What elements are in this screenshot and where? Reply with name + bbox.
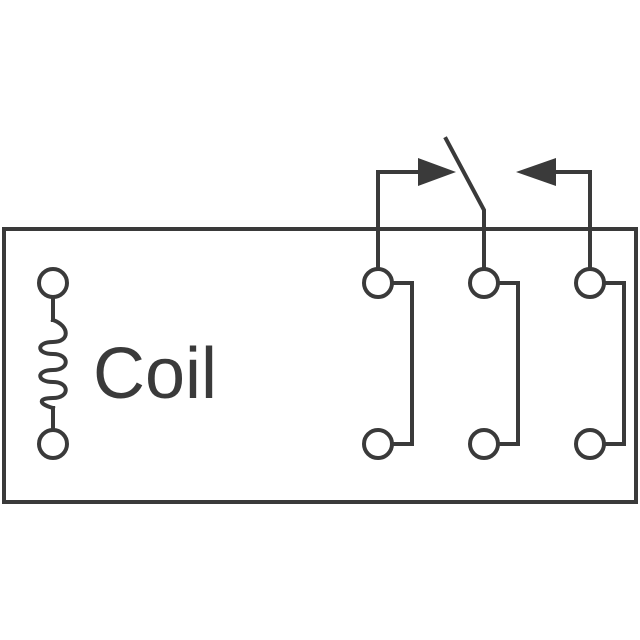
contact-wire-right [548, 170, 592, 238]
contact-pin-4 [468, 428, 500, 460]
contact-pin-6 [574, 428, 606, 460]
contact-wire-left [376, 170, 426, 238]
contact-pin-3 [468, 267, 500, 299]
coil-winding-icon [38, 317, 68, 411]
pin-bridge-wire [496, 281, 520, 446]
coil-label: Coil [93, 334, 217, 414]
contact-pair-3 [574, 234, 626, 460]
contact-pair-2 [468, 234, 520, 460]
contact-pin-5 [574, 267, 606, 299]
arrow-right-icon [418, 158, 456, 186]
contact-pair-1 [362, 234, 414, 460]
contact-pin-1 [362, 267, 394, 299]
pin-bridge-wire [390, 281, 414, 446]
switch-contacts [376, 136, 592, 238]
arrow-left-icon [516, 158, 556, 186]
relay-package-outline [2, 227, 638, 504]
coil-pin-bottom [37, 428, 69, 460]
relay-switch-icon [443, 136, 486, 238]
pin-bridge-wire [602, 281, 626, 446]
coil-pin-top [37, 267, 69, 299]
coil-section: Coil [37, 267, 217, 460]
contact-pin-2 [362, 428, 394, 460]
